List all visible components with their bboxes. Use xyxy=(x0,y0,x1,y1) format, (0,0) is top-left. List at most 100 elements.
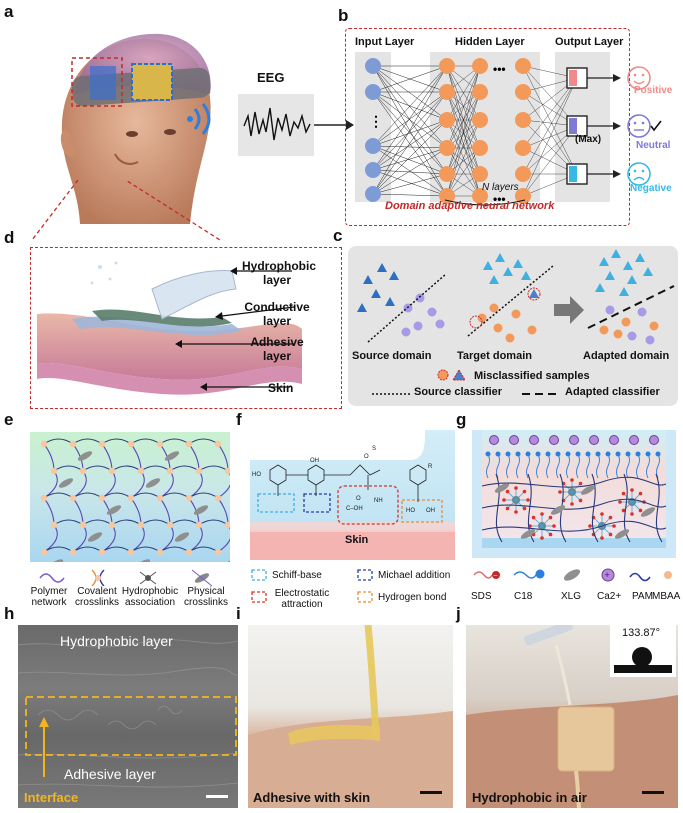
output-layer-label: Output Layer xyxy=(555,36,624,48)
max-label: (Max) xyxy=(575,134,602,145)
triangle-point xyxy=(521,271,531,280)
panel-label-a: a xyxy=(4,2,14,21)
legend-schiff-base: Schiff-base xyxy=(272,570,322,581)
c18-head xyxy=(585,451,591,457)
source-classifier-label: Source classifier xyxy=(414,386,503,398)
crosslink-node xyxy=(214,494,222,502)
crosslink-node xyxy=(185,440,193,448)
legend-sds: SDS xyxy=(471,591,492,602)
legend-mbaa: MBAA xyxy=(652,591,681,602)
crosslink-node xyxy=(214,548,222,556)
circle-point xyxy=(527,325,537,335)
calcium-ion xyxy=(609,435,619,445)
c18-head xyxy=(525,451,531,457)
triangle-point xyxy=(599,257,609,266)
triangle-point xyxy=(529,289,539,298)
crosslink-node xyxy=(40,494,48,502)
crosslink-node xyxy=(156,440,164,448)
triangle-point xyxy=(371,289,381,298)
clay-platelet xyxy=(145,478,161,488)
svg-text:NH: NH xyxy=(374,498,383,504)
crosslink-node xyxy=(224,467,230,475)
circle-point xyxy=(613,329,623,339)
circle-point xyxy=(489,303,499,313)
legend-polymer-network: Polymer network xyxy=(30,586,68,608)
photo-hydrophobic xyxy=(466,625,678,808)
hidden-node xyxy=(439,84,455,100)
arrow-right-icon xyxy=(554,296,584,324)
circle-point xyxy=(435,319,445,329)
circle-point xyxy=(401,327,411,337)
domain-panel-bg xyxy=(348,246,678,406)
hidden-node xyxy=(439,140,455,156)
gel-structure xyxy=(472,430,676,558)
calcium-ion xyxy=(569,435,579,445)
crosslink-node xyxy=(69,494,77,502)
polymer-network xyxy=(30,432,230,562)
hidden-node xyxy=(472,84,488,100)
clay-platelet xyxy=(87,532,103,542)
triangle-point xyxy=(513,259,523,268)
legend-covalent-crosslinks: Covalent crosslinks xyxy=(75,586,119,608)
photo-i-caption: Adhesive with skin xyxy=(253,790,371,805)
c18-head xyxy=(605,451,611,457)
panel-label-f: f xyxy=(236,410,242,429)
panel-label-g: g xyxy=(456,410,467,429)
circle-point xyxy=(427,307,437,317)
clay-platelet xyxy=(77,451,93,461)
adapted-classifier xyxy=(587,285,675,329)
crosslink-node xyxy=(166,467,174,475)
adapted-classifier-label: Adapted classifier xyxy=(565,386,660,398)
calcium-ion xyxy=(529,435,539,445)
legend-electrostatic: Electrostatic attraction xyxy=(274,588,330,610)
sem-top-label: Hydrophobic layer xyxy=(60,633,173,649)
c18-icon xyxy=(513,569,545,579)
crosslink-node xyxy=(195,521,203,529)
photo-j-caption: Hydrophobic in air xyxy=(472,790,587,805)
photo-adhesive xyxy=(248,625,453,808)
hidden-node xyxy=(515,112,531,128)
hydrophobic-assoc-icon xyxy=(139,571,157,585)
panel-label-j: j xyxy=(456,604,461,623)
crosslink-node xyxy=(98,548,106,556)
c18-head xyxy=(625,451,631,457)
panel-label-i: i xyxy=(236,604,241,623)
svg-text:C–OH: C–OH xyxy=(346,506,363,512)
crosslink-node xyxy=(185,494,193,502)
svg-text:HO: HO xyxy=(252,472,261,478)
hidden-node xyxy=(472,58,488,74)
svg-text:O: O xyxy=(356,496,361,502)
mbaa-icon xyxy=(664,571,672,579)
c18-head xyxy=(595,451,601,457)
sensor-patch-right xyxy=(131,63,173,101)
circle-point xyxy=(505,333,515,343)
svg-text:HO: HO xyxy=(406,508,415,514)
calcium-ion xyxy=(629,435,639,445)
hidden-node xyxy=(472,188,488,204)
crosslink-node xyxy=(40,440,48,448)
c18-head xyxy=(555,451,561,457)
triangle-point xyxy=(627,275,637,284)
nn-frame xyxy=(345,28,630,226)
network-legend-icons xyxy=(39,569,213,586)
circle-point xyxy=(511,309,521,319)
clay-platelet xyxy=(58,478,74,488)
crosslink-node xyxy=(195,467,203,475)
gel-legend-icons: – + xyxy=(473,568,672,582)
neutral-face-icon xyxy=(627,114,651,138)
crosslink-node xyxy=(224,521,230,529)
crosslink-node xyxy=(40,548,48,556)
crosslink-node xyxy=(98,440,106,448)
adhesive-layer-label: Adhesive layer xyxy=(250,335,304,363)
crosslink-node xyxy=(185,548,193,556)
clay-platelet xyxy=(106,505,122,515)
contact-angle-label: 133.87° xyxy=(622,627,661,639)
c18-head xyxy=(515,451,521,457)
xlg-platelet xyxy=(580,485,596,495)
c18-head xyxy=(565,451,571,457)
sensor-patch-left xyxy=(90,66,116,100)
crosslink-node xyxy=(79,521,87,529)
triangle-point xyxy=(643,267,653,276)
triangle-point xyxy=(605,271,615,280)
conductive-layer-label: Conductive layer xyxy=(244,300,310,328)
